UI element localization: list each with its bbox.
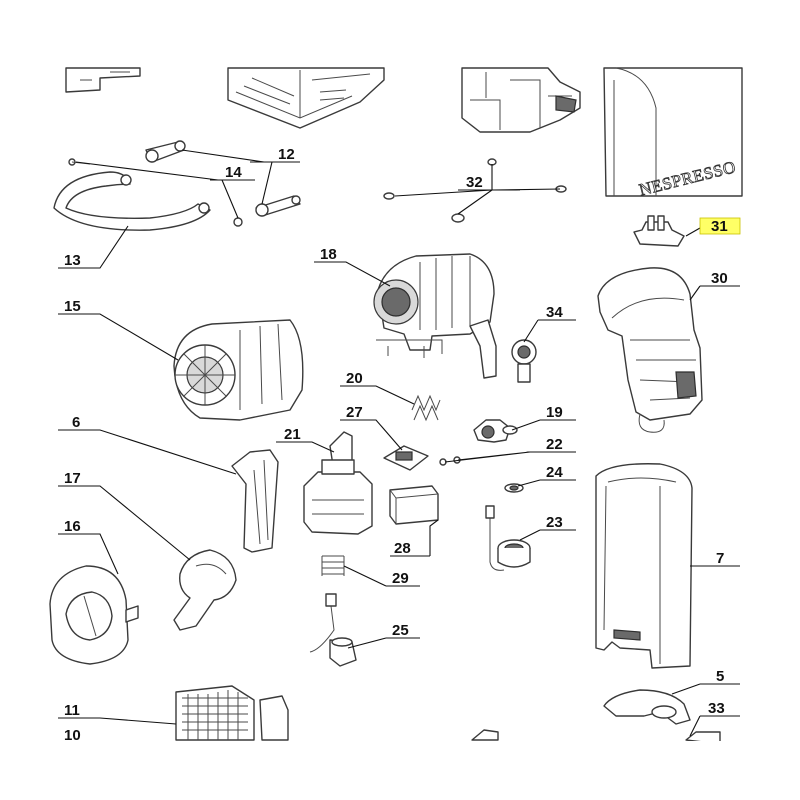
bottom-margin [0,741,800,800]
part-6-handle [231,449,279,553]
part-21-pump [303,431,373,535]
leader-27 [340,419,403,451]
callout-31: 31 [711,218,728,235]
part-25-hose [309,593,357,667]
part-30-housing [597,267,703,433]
leader-15 [58,313,179,361]
callout-labels: 31 30 32 12 14 13 18 15 34 20 27 19 6 21… [64,146,741,744]
callout-18: 18 [320,246,337,263]
grid-pattern [182,690,248,740]
callout-29: 29 [392,570,409,587]
callout-25: 25 [392,622,409,639]
leader-24 [517,479,576,487]
part-chassis-frame [227,67,385,129]
leader-5 [671,683,740,695]
leader-17 [58,485,191,561]
part-11-drip-grid [175,685,289,741]
callout-28: 28 [394,540,411,557]
part-17-knob-arm [173,549,237,631]
part-28-block [389,485,439,525]
leader-28 [390,519,439,557]
callout-6: 6 [72,414,80,431]
callout-22: 22 [546,436,563,453]
leader-29 [343,565,420,587]
highlight-31 [699,217,741,235]
leader-16 [58,533,119,575]
callout-33: 33 [708,700,725,717]
callout-13: 13 [64,252,81,269]
callout-19: 19 [546,404,563,421]
callout-34: 34 [546,304,563,321]
leader-25 [347,637,420,649]
leader-22 [444,451,576,463]
part-16-knob [49,565,139,665]
part-27-plate [383,445,429,471]
leader-31 [685,227,701,237]
leader-32 [394,164,561,215]
part-brew-unit [461,67,581,133]
callout-5: 5 [716,668,724,685]
callout-24: 24 [546,464,563,481]
callout-10: 10 [64,727,81,744]
callout-17: 17 [64,470,81,487]
part-15-pump-body [173,319,304,421]
part-bottom-center-partial [471,729,499,741]
part-top-cover-panel: NESPRESSO [603,67,743,200]
part-5-drip-cover [603,689,691,725]
callout-30: 30 [711,270,728,287]
leader-20 [340,385,415,405]
leader-11 [58,717,177,725]
callout-23: 23 [546,514,563,531]
part-20-clips [411,394,441,422]
callout-20: 20 [346,370,363,387]
callout-16: 16 [64,518,81,535]
callout-11: 11 [64,702,80,719]
leader-33 [689,715,740,737]
callout-15: 15 [64,298,81,315]
leader-14 [75,161,255,219]
leader-18 [314,261,391,287]
callout-14: 14 [225,164,242,181]
part-18-motor [373,253,497,379]
leader-30 [689,285,701,301]
part-31-connector [633,215,685,247]
leader-6 [58,429,237,475]
part-23-outlet [485,505,531,571]
callout-32: 32 [466,174,483,191]
part-19-sensor [473,419,518,443]
leader-lines [58,149,740,737]
leader-12 [181,149,300,205]
callout-21: 21 [284,426,301,443]
callout-12: 12 [278,146,295,163]
part-13-lever [53,171,211,231]
leader-23 [519,529,576,541]
callout-7: 7 [716,550,724,567]
part-7-casing [595,463,693,669]
leader-13 [58,225,129,269]
leader-34 [523,319,576,343]
part-32-orings [383,158,567,223]
leader-21 [276,441,335,453]
leader-19 [511,419,576,431]
part-12-pins [145,140,301,217]
part-34-valve [511,339,537,383]
part-29-spring [321,555,345,576]
callout-27: 27 [346,404,363,421]
part-top-left-bracket [65,67,141,93]
